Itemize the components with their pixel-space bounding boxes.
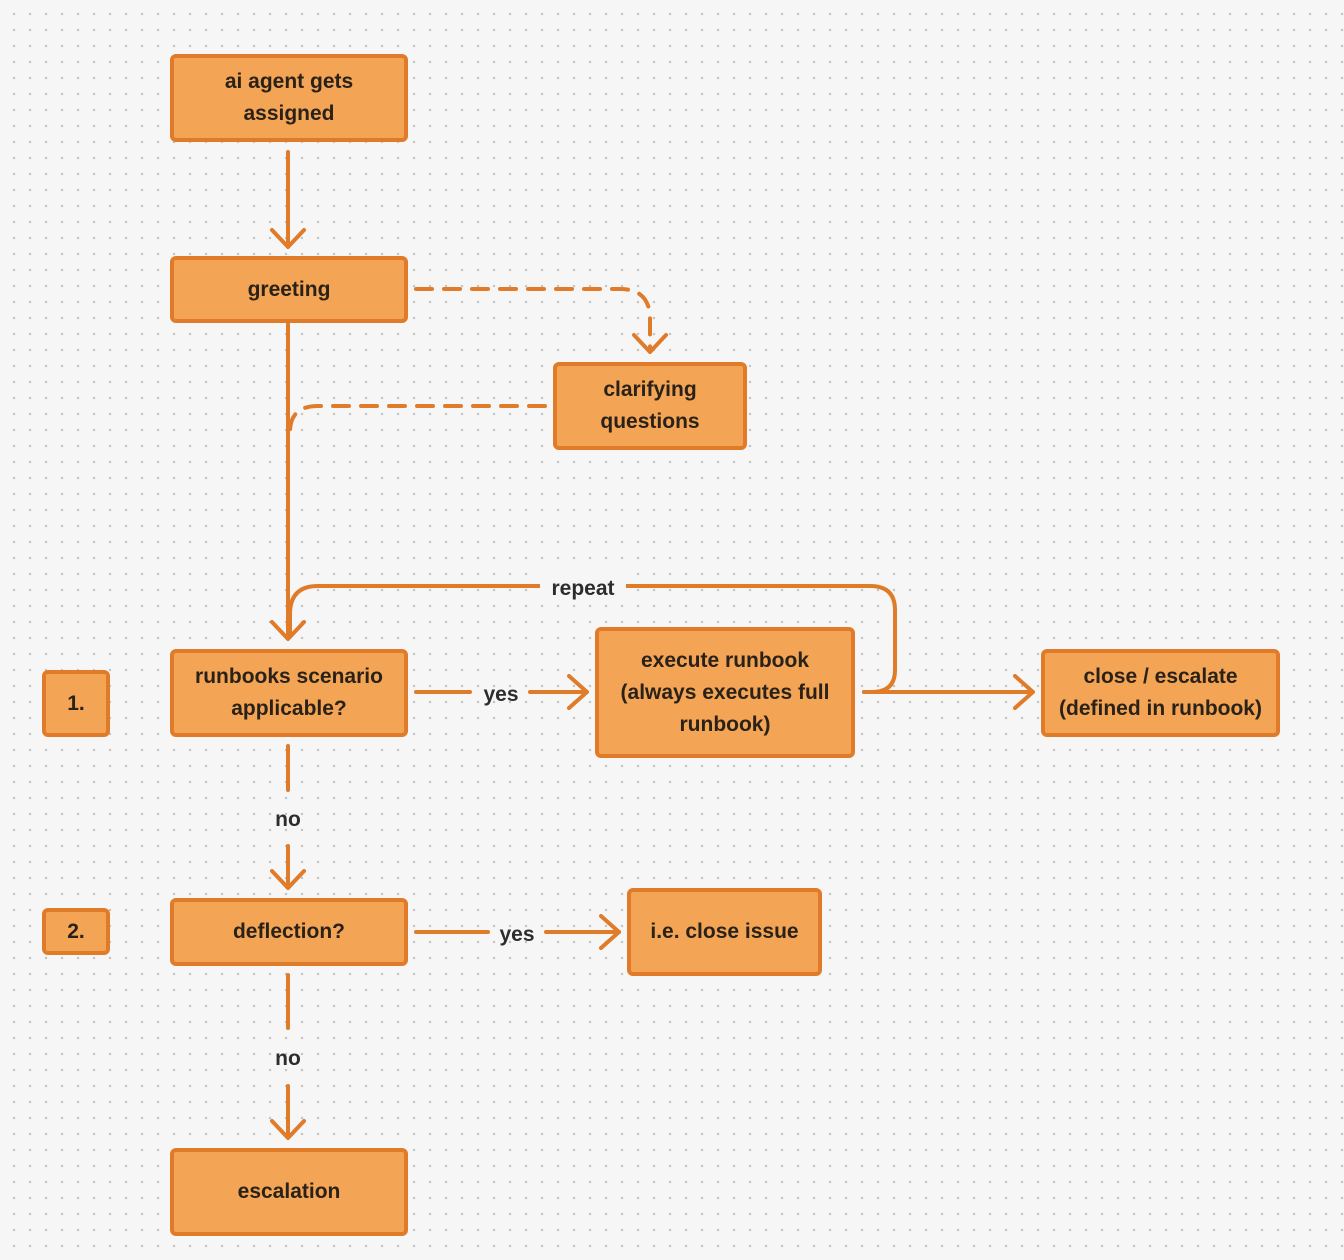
arrowhead-clarifying xyxy=(632,333,668,354)
node-agent-assigned-label: ai agent gets assigned xyxy=(224,70,354,125)
node-clarifying-questions[interactable]: clarifying questions xyxy=(553,362,747,450)
node-close-issue-label: i.e. close issue xyxy=(650,920,799,943)
step-marker-1-label: 1. xyxy=(67,691,85,715)
arrowhead-runbooks xyxy=(270,620,306,641)
node-runbooks-applicable-label: runbooks scenario applicable? xyxy=(195,665,383,720)
repeat-label-bg xyxy=(540,572,626,602)
arrowhead-deflection xyxy=(270,869,306,890)
node-agent-assigned[interactable]: ai agent gets assigned xyxy=(170,54,408,142)
node-escalation-label: escalation xyxy=(237,1180,341,1203)
edge-clarifying-to-main xyxy=(288,404,547,434)
node-runbooks-applicable[interactable]: runbooks scenario applicable? xyxy=(170,649,408,737)
edge-label-runbook-no: no xyxy=(275,808,301,831)
edge-label-repeat: repeat xyxy=(551,577,614,600)
node-execute-runbook-label: execute runbook (always executes full ru… xyxy=(620,648,830,736)
step-marker-2-label: 2. xyxy=(67,919,85,943)
node-deflection[interactable]: deflection? xyxy=(170,898,408,966)
edge-label-deflection-yes: yes xyxy=(499,923,534,946)
arrowhead-close-issue xyxy=(599,914,621,950)
arrowhead-greeting xyxy=(270,228,306,249)
step-marker-2[interactable]: 2. xyxy=(42,908,110,955)
arrowhead-execute xyxy=(567,674,589,710)
arrowhead-escalation xyxy=(270,1119,306,1140)
edge-label-runbook-yes: yes xyxy=(483,683,518,706)
node-greeting-label: greeting xyxy=(247,277,331,301)
node-close-escalate-label: close / escalate (defined in runbook) xyxy=(1059,665,1262,720)
step-marker-1[interactable]: 1. xyxy=(42,670,110,737)
node-deflection-label: deflection? xyxy=(232,920,345,943)
arrowhead-close-escalate xyxy=(1013,674,1035,710)
node-escalation[interactable]: escalation xyxy=(170,1148,408,1236)
node-greeting[interactable]: greeting xyxy=(170,256,408,323)
node-close-issue[interactable]: i.e. close issue xyxy=(627,888,822,976)
edge-repeat-loop xyxy=(288,584,897,694)
node-execute-runbook[interactable]: execute runbook (always executes full ru… xyxy=(595,627,855,758)
edge-label-deflection-no: no xyxy=(275,1047,301,1070)
node-close-escalate[interactable]: close / escalate (defined in runbook) xyxy=(1041,649,1280,737)
node-clarifying-questions-label: clarifying questions xyxy=(600,378,700,433)
edge-greeting-to-clarifying xyxy=(414,287,652,350)
